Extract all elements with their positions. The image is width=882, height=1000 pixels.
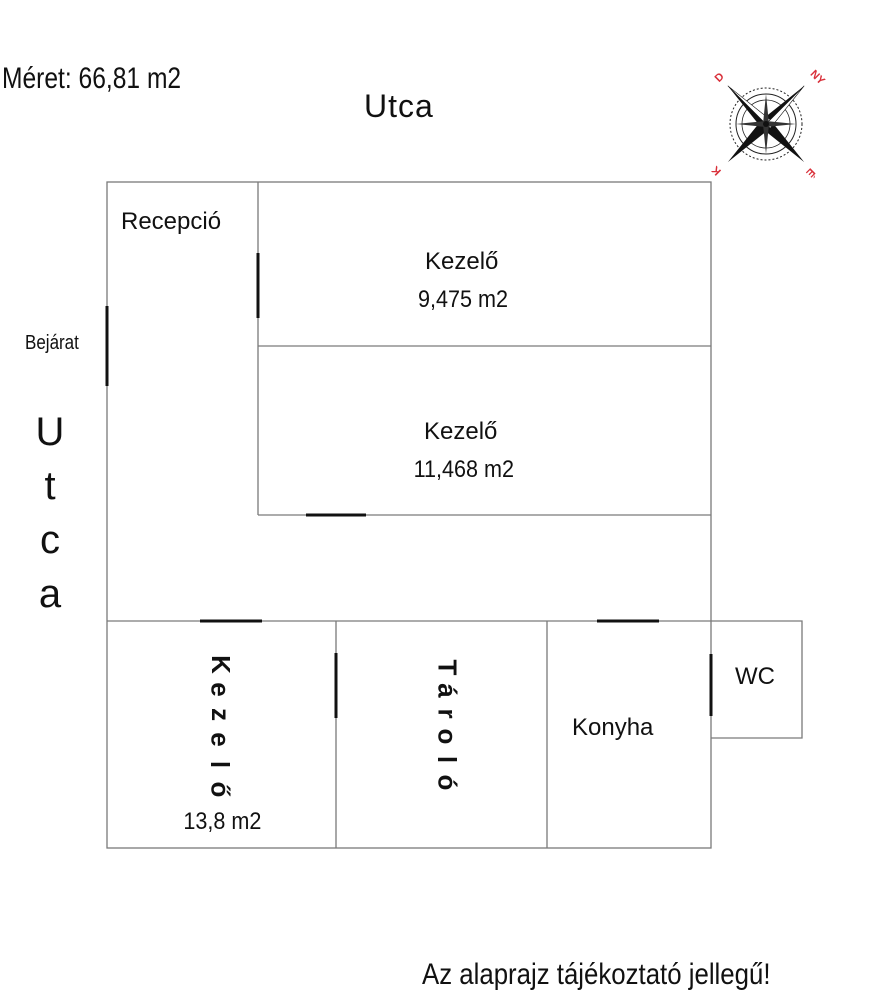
room-kitchen-name: Konyha (572, 714, 654, 741)
room-letter: e (205, 732, 236, 747)
street-label-top: Utca (364, 88, 434, 124)
room-treatment1-area: 9,475 m2 (418, 286, 509, 313)
compass-rose-icon: D NY K É (710, 68, 828, 180)
room-wc-name: WC (735, 663, 775, 690)
room-treatment3-name: K e z e l ő (205, 652, 235, 802)
room-letter: o (432, 728, 463, 745)
street-letter: t (44, 464, 56, 508)
room-treatment2-name: Kezelő (424, 418, 498, 445)
size-label: Méret: 66,81 m2 (2, 62, 182, 95)
street-letter: U (35, 410, 65, 454)
compass-letter-e: É (803, 165, 817, 179)
wc-wall (711, 620, 803, 739)
room-treatment2-area: 11,468 m2 (413, 456, 515, 483)
room-letter: e (205, 682, 236, 697)
room-reception-name: Recepció (121, 208, 222, 235)
room-letter: r (432, 708, 463, 719)
room-storage-name: T á r o l ó (432, 656, 462, 794)
room-treatment3-area: 13,8 m2 (183, 808, 262, 835)
room-letter: ő (205, 781, 236, 798)
entrance-label: Bejárat (25, 332, 79, 354)
room-letter: T (432, 659, 463, 676)
street-letter: c (40, 518, 60, 562)
room-letter: K (205, 655, 236, 674)
room-letter: ó (432, 774, 463, 791)
compass-letter-ny: NY (808, 68, 828, 88)
room-letter: á (432, 683, 463, 698)
compass-letter-d: D (713, 71, 727, 85)
street-label-left: U t c a (30, 405, 70, 621)
street-letter: a (38, 572, 62, 616)
compass-letter-k: K (710, 163, 724, 177)
room-letter: l (205, 760, 236, 769)
room-letter: l (432, 755, 463, 764)
room-letter: z (205, 708, 236, 721)
disclaimer-text: Az alaprajz tájékoztató jellegű! (422, 958, 771, 991)
room-treatment1-name: Kezelő (425, 248, 499, 275)
